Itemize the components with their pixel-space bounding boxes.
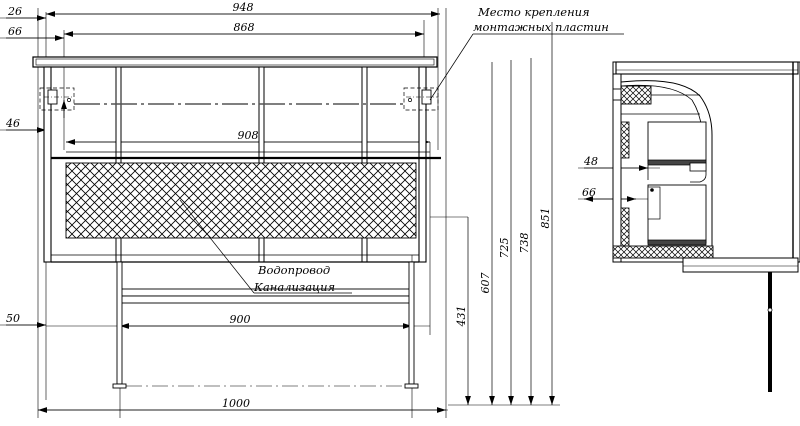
- side-view-group: 48 66: [578, 61, 800, 392]
- dim-1000-label: 1000: [222, 397, 250, 410]
- front-view-group: 948 868 908 900 1000 26 66: [0, 1, 624, 418]
- dim-1000: 1000: [38, 397, 446, 413]
- dim-26: 26: [6, 5, 46, 21]
- dim-26-label: 26: [7, 5, 22, 18]
- mounting-plate-right-outline: [403, 87, 439, 111]
- annotation-mounting-plates-leader: [429, 33, 474, 101]
- dim-908-label: 908: [238, 129, 259, 142]
- dim-868: 868: [64, 21, 424, 37]
- side-siphon-connector: [612, 88, 622, 101]
- annotation-plumbing-leader: [179, 199, 255, 294]
- cabinet-body: [32, 56, 441, 389]
- annotation-plumbing-line2: Канализация: [253, 280, 335, 294]
- towel-rail-lower: [119, 295, 413, 304]
- dim-725-label: 725: [498, 238, 511, 259]
- dim-908: 908: [66, 129, 430, 145]
- dim-431-label: 431: [455, 306, 468, 328]
- side-basin-profile: [620, 80, 713, 251]
- dim-607-label: 607: [479, 273, 492, 294]
- dim-50-label: 50: [6, 312, 20, 325]
- basin-hatched-area: [65, 162, 417, 239]
- mounting-plate-left-bolt: [67, 98, 71, 102]
- side-siphon-hatch: [620, 85, 652, 105]
- mounting-plate-right-bolt: [408, 98, 412, 102]
- annotation-plumbing: Водопровод Канализация: [179, 199, 352, 294]
- cabinet-right-wall: [418, 66, 427, 263]
- dim-66-side: 66: [582, 186, 636, 202]
- dim-725: 725: [498, 60, 514, 405]
- leg-right-foot: [404, 383, 419, 389]
- dim-948: 948: [46, 1, 440, 17]
- side-trap-curve: [690, 165, 707, 183]
- dim-66-front-label: 66: [8, 25, 22, 38]
- side-lower-drawer-handle: [647, 239, 707, 246]
- dim-851-label: 851: [539, 208, 552, 229]
- side-upper-drawer: [647, 121, 707, 165]
- dim-66-front: 66: [6, 25, 64, 41]
- annotation-mounting-plates-line2: монтажных пластин: [473, 20, 609, 34]
- dim-900: 900: [120, 313, 412, 329]
- annotation-plumbing-line1: Водопровод: [257, 263, 330, 277]
- side-upper-drawer-handle: [647, 159, 707, 166]
- countertop: [32, 56, 438, 68]
- side-floor-leg-pin: [767, 307, 773, 313]
- cabinet-left-wall: [43, 66, 52, 263]
- dim-431: 431: [430, 216, 471, 405]
- countertop-inner: [35, 58, 435, 66]
- side-lower-drawer-front: [647, 186, 661, 220]
- dim-46-label: 46: [5, 117, 20, 130]
- dim-900-label: 900: [230, 313, 251, 326]
- dim-851: 851: [539, 22, 555, 405]
- side-floor-leg: [768, 272, 772, 392]
- dim-607: 607: [479, 62, 495, 405]
- mounting-plate-left-outline: [39, 87, 75, 111]
- dim-46: 46: [5, 117, 46, 133]
- mounting-plate-right: [403, 87, 439, 111]
- dim-868-label: 868: [234, 21, 255, 34]
- side-trap-block: [689, 162, 707, 172]
- side-rail-upper: [620, 121, 630, 159]
- dim-48-side-label: 48: [583, 155, 598, 168]
- side-back-panel: [612, 73, 622, 263]
- side-base-plinth: [612, 245, 714, 259]
- side-countertop: [615, 61, 799, 75]
- side-rail-lower: [620, 207, 630, 247]
- dim-66-side-label: 66: [582, 186, 596, 199]
- dim-738: 738: [518, 58, 534, 405]
- side-lower-drawer-pin: [650, 188, 654, 192]
- leg-left: [116, 261, 123, 385]
- mounting-plate-left: [39, 87, 75, 118]
- dim-50: 50: [6, 312, 46, 328]
- leg-left-foot: [112, 383, 127, 389]
- annotation-mounting-plates: Место крепления монтажных пластин: [429, 5, 624, 101]
- side-floor-slab: [682, 257, 799, 273]
- dim-948-label: 948: [233, 1, 254, 14]
- leg-right: [408, 261, 415, 385]
- dim-738-label: 738: [518, 233, 531, 254]
- annotation-mounting-plates-line1: Место крепления: [477, 5, 590, 19]
